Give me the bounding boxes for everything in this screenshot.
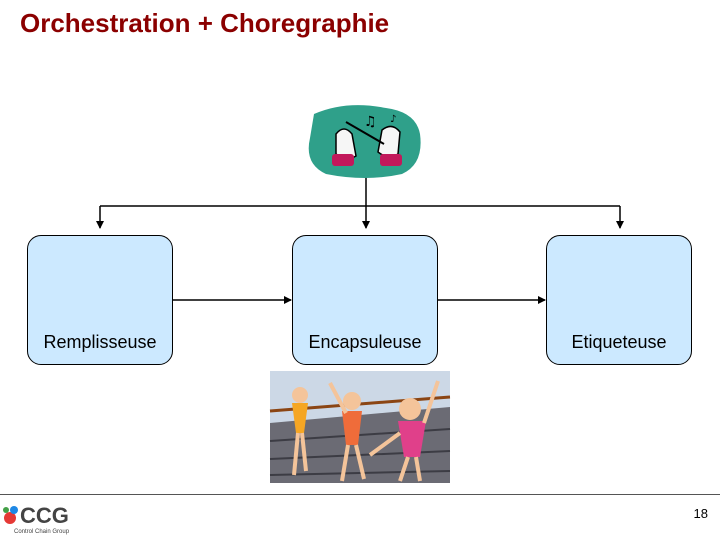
logo-subtext: Control Chain Group	[14, 529, 70, 535]
ccg-logo-icon	[3, 506, 18, 524]
conductor-image: ♫ ♪	[308, 105, 421, 178]
node-encapsuleuse: Encapsuleuse	[292, 235, 438, 365]
footer-divider	[0, 494, 720, 495]
dancers-image	[269, 371, 451, 483]
node-remplisseuse: Remplisseuse	[27, 235, 173, 365]
page-number: 18	[693, 506, 708, 521]
page-title: Orchestration + Choregraphie	[20, 8, 390, 38]
node-label: Encapsuleuse	[308, 332, 422, 352]
svg-text:♫: ♫	[364, 114, 377, 130]
node-etiqueteuse: Etiqueteuse	[546, 235, 692, 365]
node-label: Etiqueteuse	[571, 332, 667, 352]
node-label: Remplisseuse	[43, 332, 157, 352]
logo-text: CCG	[20, 503, 69, 528]
svg-text:♪: ♪	[390, 114, 396, 125]
